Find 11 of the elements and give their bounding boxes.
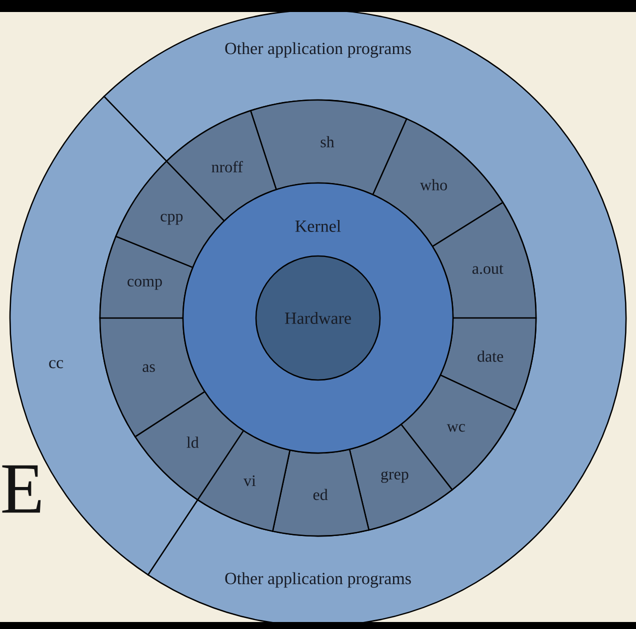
node-label: Other application programs xyxy=(225,572,411,588)
ring-segment: a.out xyxy=(432,202,537,319)
ring-segment: ld xyxy=(134,390,244,500)
ring-segment: vi xyxy=(197,430,291,532)
ring-segment: date xyxy=(440,317,537,411)
ring-segment: ed xyxy=(272,448,370,537)
node-label: Other application programs xyxy=(225,42,411,58)
ring-segment: who xyxy=(372,118,504,248)
ring-segment: sh xyxy=(250,99,408,196)
ring-segment: as xyxy=(99,317,206,438)
ring-segment: comp xyxy=(99,236,194,319)
